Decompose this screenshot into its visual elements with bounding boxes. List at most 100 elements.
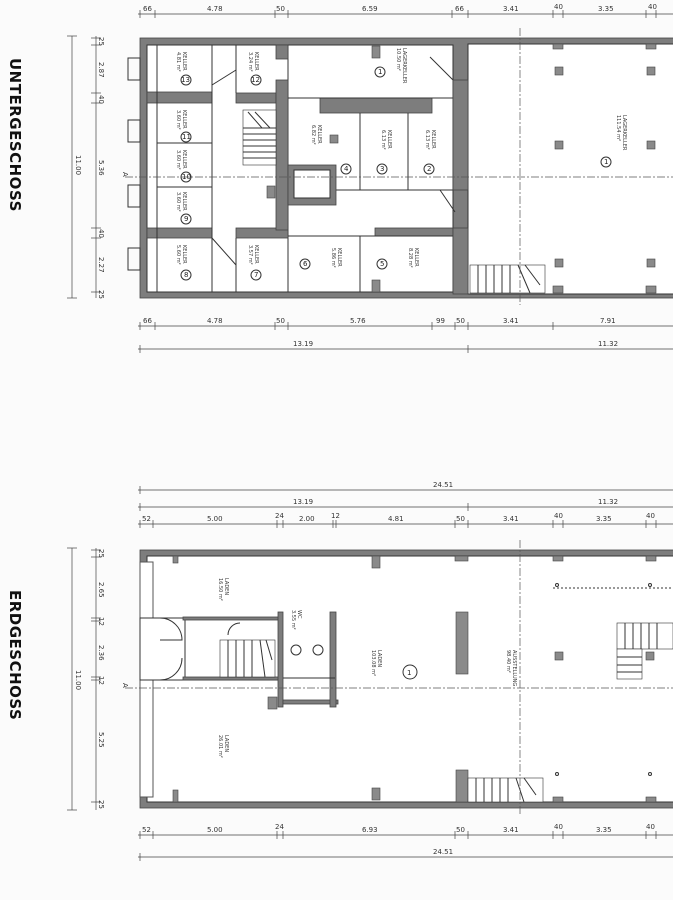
basement-stair-left [242,109,277,166]
dim: 52 [142,826,151,834]
dim: 3.35 [596,515,612,523]
plan-text: KELLER [316,125,322,144]
plan-text: 3.55 m² [290,610,296,630]
plan-text: KELLER [181,192,187,211]
dim: 11.00 [74,670,82,690]
plan-text: AUSSTELLUNG [511,650,517,686]
room-number: 3 [376,163,388,175]
room-number: 9 [180,213,192,225]
basement-columns [552,43,657,294]
dim: 40 [646,823,655,831]
room-number: 12 [250,74,262,86]
plan-text: 6.13 m² [424,130,430,150]
plan-text: 6 [303,260,308,268]
room-number: 1 [374,66,386,78]
plan-text: 12 [251,76,260,84]
basement-walls [127,37,673,299]
dim: 11.00 [74,155,82,175]
ground-floor-stair-bottom [467,777,544,803]
plan-group [243,111,276,159]
dim: 40 [646,512,655,520]
plan-text: 13 [181,76,190,84]
ground-floor-title: ERDGESCHOSS [6,590,24,720]
plan-group [475,777,537,803]
plan-group [91,37,101,293]
dim: 50 [456,826,465,834]
dim: 40 [554,512,563,520]
plan-text: 1 [604,158,608,166]
dim: 40 [554,3,563,11]
plan-text: 103.08 m² [370,650,376,676]
dim: 2.27 [97,257,105,273]
room-number: 8 [180,269,192,281]
dim: 25 [97,37,105,46]
dim: 3.35 [596,826,612,834]
ground-floor-bottom-dimension-chain: 52 5.00 24 6.93 50 3.41 40 3.35 40 24.51 [138,823,673,861]
dim: 25 [97,800,105,809]
dim: 50 [276,5,285,13]
dim: 11.32 [598,340,618,348]
dim: 40 [648,3,657,11]
plan-text: KELLER [430,130,436,149]
dim: 2.36 [97,645,105,661]
plan-group [139,831,657,861]
dim: 40 [97,95,105,104]
dim: 2.65 [97,582,105,598]
room-label: WC3.55 m² [290,610,302,630]
room-number: 1 [402,664,418,680]
plan-text: 5 [380,260,384,268]
plan-text: 6.82 m² [310,125,316,145]
plan-text: 7 [254,271,258,279]
plan-text: LAGERKELLER [621,115,627,151]
dim: 40 [97,229,105,238]
plan-group [127,57,141,271]
plan-text: 2 [427,165,431,173]
plan-text: 5.60 m² [175,245,181,265]
dim: 4.78 [207,317,223,325]
plan-text: 16.50 m² [217,578,223,601]
dim: 52 [142,515,151,523]
plan-text: 26.01 m² [217,735,223,758]
dim: 3.41 [503,5,519,13]
dim: 66 [143,5,152,13]
plan-text: KELLER [336,248,342,267]
dim: 25 [97,549,105,558]
dim: 4.78 [207,5,223,13]
plan-text: 111.54 m² [615,115,621,141]
dim: 50 [456,515,465,523]
plan-text: 6.13 m² [380,130,386,150]
plan-group [139,10,657,18]
plan-group [227,639,273,678]
basement-top-dimension-chain: 66 4.78 50 6.59 66 3.41 40 3.35 40 [138,3,673,18]
dim: 11.32 [598,498,618,506]
basement-stair-right [469,264,546,294]
dim: 24 [275,512,284,520]
plan-text: KELLER [181,52,187,71]
dim: 24.51 [433,481,453,489]
plan-text: 8.28 m² [407,248,413,268]
dim: 3.41 [503,515,519,523]
basement-room-numbers: 13 12 11 10 9 8 7 1 4 3 2 6 5 1 [180,66,612,281]
plan-text: 4.81 m² [175,52,181,72]
dim: 7.91 [600,317,616,325]
dim: 3.41 [503,317,519,325]
plan-text: KELLER [181,245,187,264]
room-number: 11 [180,131,192,143]
dim: 50 [456,317,465,325]
plan-text: KELLER [413,248,419,267]
plan-group [139,486,657,528]
plan-text: WC [296,610,302,619]
plan-text: 98.40 m² [505,650,511,673]
plan-text: KELLER [386,130,392,149]
room-number: 6 [299,258,311,270]
